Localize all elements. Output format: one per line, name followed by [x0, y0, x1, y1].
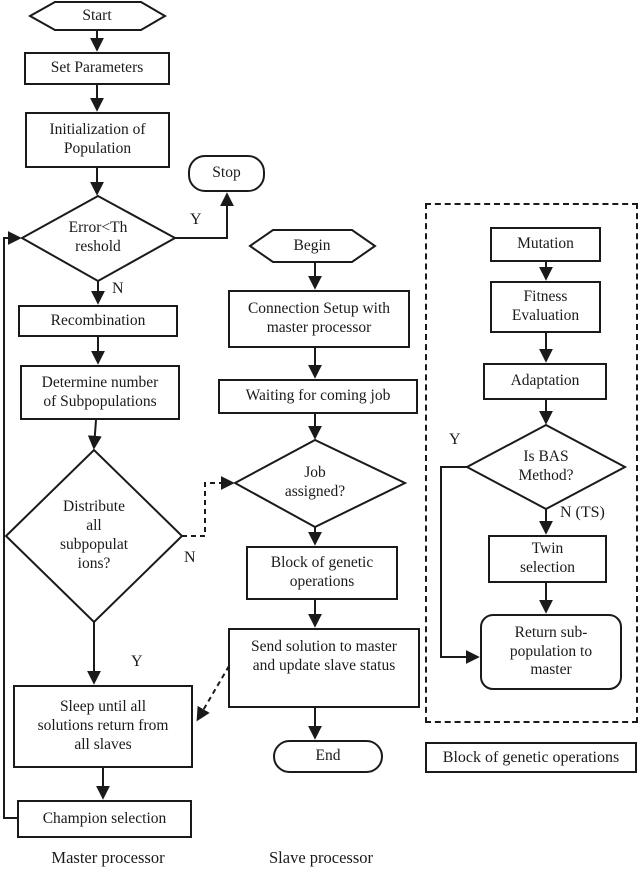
job-assigned-diamond [232, 438, 408, 529]
begin-hexagon [248, 229, 377, 263]
branch-label-bas-no: N (TS) [560, 504, 605, 521]
start-label: Start [82, 6, 112, 24]
node-end-terminal: End [273, 740, 383, 773]
branch-label-bas-yes: Y [449, 431, 461, 448]
branch-label-error-yes: Y [190, 211, 202, 228]
is-bas-method-label: Is BAS Method? [518, 448, 574, 484]
node-recombination: Recombination [18, 305, 178, 337]
arrow-bas-yes-to-return [440, 466, 480, 664]
branch-label-distribute-yes: Y [131, 653, 143, 670]
branch-label-error-no: N [112, 280, 124, 297]
legend-block-of-genetic-operations: Block of genetic operations [425, 742, 637, 773]
node-initialization-of-population: Initialization of Population [25, 112, 170, 168]
dashed-arrow-send-to-sleep [196, 665, 230, 722]
node-determine-subpopulations: Determine number of Subpopulations [20, 365, 180, 420]
node-send-solution-to-master: Send solution to master and update slave… [228, 628, 420, 708]
arrow-determine-to-distribute [87, 419, 102, 450]
node-set-parameters: Set Parameters [24, 52, 170, 85]
arrow-champion-loop-to-error [3, 231, 22, 819]
node-return-subpopulation: Return sub- population to master [480, 614, 622, 690]
node-stop-terminal: Stop [188, 155, 265, 192]
node-adaptation: Adaptation [483, 363, 607, 400]
node-connection-setup: Connection Setup with master processor [228, 290, 410, 348]
error-threshold-label: Error<Th reshold [68, 219, 128, 255]
is-bas-method-diamond [464, 423, 628, 511]
caption-slave-processor: Slave processor [268, 848, 373, 867]
branch-label-distribute-no: N [184, 549, 196, 566]
node-twin-selection: Twin selection [488, 535, 607, 583]
node-fitness-evaluation: Fitness Evaluation [490, 281, 601, 333]
job-assigned-label: Job assigned? [284, 464, 346, 500]
node-sleep-until-solutions-return: Sleep until all solutions return from al… [13, 685, 193, 768]
distribute-subpopulations-label: Distribute all subpopulat ions? [59, 498, 129, 572]
caption-master-processor: Master processor [51, 848, 165, 867]
begin-label: Begin [293, 236, 331, 254]
start-hexagon [27, 1, 167, 31]
node-mutation: Mutation [490, 227, 601, 262]
node-block-of-genetic-operations: Block of genetic operations [246, 546, 398, 600]
dashed-arrow-distribute-no-to-job [182, 476, 235, 537]
arrow-error-yes-to-stop [175, 192, 234, 239]
node-waiting-for-job: Waiting for coming job [218, 379, 418, 414]
node-champion-selection: Champion selection [17, 800, 192, 838]
